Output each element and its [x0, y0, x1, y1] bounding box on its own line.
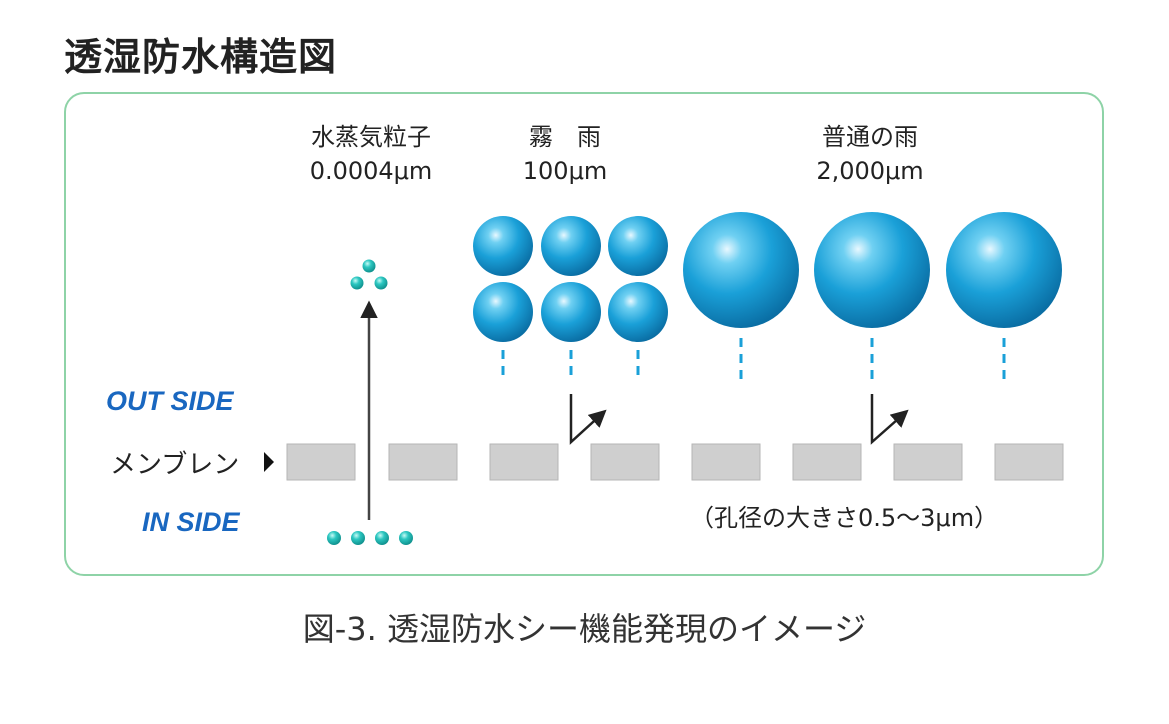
rain-size: 2,000μm: [816, 157, 924, 185]
mist-droplet: [541, 216, 601, 276]
membrane-block: [286, 443, 356, 481]
vapor-particle-bottom: [327, 531, 341, 545]
mist-droplet: [608, 282, 668, 342]
vapor-particle-bottom: [375, 531, 389, 545]
pore-size-note: （孔径の大きさ0.5〜3μm）: [690, 504, 999, 532]
vapor-particle-top: [350, 276, 364, 290]
membrane-block: [994, 443, 1064, 481]
membrane: [286, 443, 1064, 481]
membrane-block: [590, 443, 660, 481]
mist-name: 霧 雨: [529, 123, 601, 151]
fall-lines: [501, 338, 1006, 382]
membrane-block: [489, 443, 559, 481]
vapor-size: 0.0004μm: [309, 157, 433, 185]
mist-label: 霧 雨 100μm: [505, 120, 625, 188]
vapor-name: 水蒸気粒子: [311, 123, 431, 151]
vapor-label: 水蒸気粒子 0.0004μm: [296, 120, 446, 188]
rain-bounce-arrow: [870, 394, 909, 445]
in-side-label: IN SIDE: [142, 507, 240, 537]
vapor-particle-bottom: [399, 531, 413, 545]
rain-name: 普通の雨: [822, 123, 918, 151]
vapor-particle-bottom: [351, 531, 365, 545]
membrane-block: [893, 443, 963, 481]
membrane-block: [388, 443, 458, 481]
vapor-particle-top: [374, 276, 388, 290]
mist-droplet: [473, 282, 533, 342]
membrane-block: [792, 443, 862, 481]
mist-bounce-arrow: [569, 394, 607, 445]
rain-label: 普通の雨 2,000μm: [800, 120, 940, 188]
mist-droplet: [541, 282, 601, 342]
diagram-title: 透湿防水構造図: [64, 35, 338, 79]
membrane-label: メンブレン: [110, 450, 240, 480]
figure-caption: 図-3. 透湿防水シー機能発現のイメージ: [302, 610, 867, 648]
mist-droplet: [608, 216, 668, 276]
mist-droplet: [473, 216, 533, 276]
rain-drop: [946, 212, 1062, 328]
out-side-label: OUT SIDE: [106, 386, 234, 416]
membrane-pointer-icon: [264, 452, 274, 472]
diagram-frame: [64, 92, 1104, 576]
rain-drop: [814, 212, 930, 328]
membrane-block: [691, 443, 761, 481]
vapor-particle-top: [362, 259, 376, 273]
rain-drop: [683, 212, 799, 328]
mist-size: 100μm: [522, 157, 608, 185]
